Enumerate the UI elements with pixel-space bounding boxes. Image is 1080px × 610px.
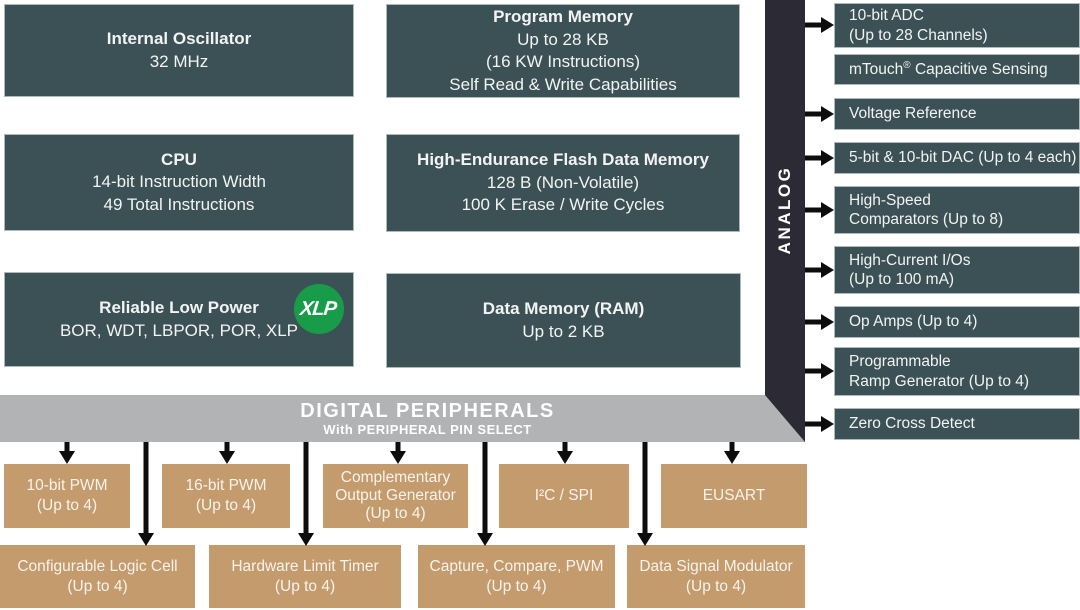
analog-item-ramp-generator: Programmable Ramp Generator (Up to 4) [834, 347, 1080, 396]
arrow-down-icon [476, 442, 493, 546]
block-line: 49 Total Instructions [103, 194, 255, 214]
digital-item-10bit-pwm: 10-bit PWM (Up to 4) [4, 464, 130, 528]
block-flash-data-memory: High-Endurance Flash Data Memory 128 B (… [386, 134, 740, 232]
analog-bar [765, 0, 805, 442]
digital-item-line: Capture, Compare, PWM [429, 557, 604, 575]
block-line: 128 B (Non-Volatile) [486, 172, 640, 192]
arrow-down-icon [297, 442, 314, 546]
block-internal-oscillator: Internal Oscillator 32 MHz [4, 4, 354, 97]
arrow-down-icon [556, 442, 573, 464]
digital-item-eusart: EUSART [661, 464, 807, 528]
analog-item-line: 10-bit ADC [849, 7, 924, 24]
analog-item-line: Zero Cross Detect [849, 415, 975, 433]
arrow-right-icon [805, 363, 834, 379]
digital-item-16bit-pwm: 16-bit PWM (Up to 4) [162, 464, 290, 528]
arrow-right-icon [805, 17, 834, 33]
arrow-down-icon [636, 442, 653, 546]
digital-item-line: (Up to 4) [195, 497, 257, 514]
block-cpu: CPU 14-bit Instruction Width 49 Total In… [4, 134, 354, 231]
digital-item-line: Hardware Limit Timer [231, 557, 379, 575]
arrow-down-icon [723, 442, 740, 464]
arrow-right-icon [805, 416, 834, 432]
analog-item-line: Ramp Generator (Up to 4) [849, 372, 1030, 390]
block-title: Program Memory [493, 7, 633, 26]
analog-item-line: Programmable [849, 353, 951, 370]
digital-peripherals-subtitle: With PERIPHERAL PIN SELECT [323, 422, 532, 437]
digital-item-line: 10-bit PWM [26, 477, 108, 494]
digital-item-line: (Up to 4) [274, 577, 336, 595]
digital-item-hardware-limit-timer: Hardware Limit Timer (Up to 4) [209, 545, 401, 608]
block-title: High-Endurance Flash Data Memory [417, 150, 709, 170]
arrow-right-icon [805, 314, 834, 330]
digital-item-capture-compare-pwm: Capture, Compare, PWM (Up to 4) [418, 545, 615, 608]
digital-item-line: (Up to 4) [67, 577, 128, 595]
arrow-right-icon [805, 202, 834, 218]
analog-item-dac: 5-bit & 10-bit DAC (Up to 4 each) [834, 142, 1080, 174]
block-line: Up to 28 KB [517, 29, 609, 49]
arrow-right-icon [805, 106, 834, 122]
arrow-down-icon [137, 442, 154, 546]
digital-item-line: (Up to 4) [685, 577, 747, 595]
analog-item-line: Voltage Reference [849, 105, 977, 123]
arrow-down-icon [58, 442, 75, 464]
digital-peripherals-bar: DIGITAL PERIPHERALS With PERIPHERAL PIN … [0, 395, 805, 442]
analog-item-line: 5-bit & 10-bit DAC (Up to 4 each) [849, 149, 1077, 167]
digital-item-line: Configurable Logic Cell [17, 557, 178, 575]
digital-item-configurable-logic-cell: Configurable Logic Cell (Up to 4) [0, 545, 195, 608]
analog-item-mtouch: mTouch® Capacitive Sensing [834, 54, 1080, 85]
xlp-logo-text: XLP [298, 297, 338, 320]
analog-item-zero-cross-detect: Zero Cross Detect [834, 408, 1080, 440]
block-line: 32 MHz [149, 51, 209, 71]
block-line: 14-bit Instruction Width [92, 172, 266, 192]
block-line: Self Read & Write Capabilities [449, 74, 677, 94]
analog-item-line: Comparators (Up to 8) [849, 211, 1004, 228]
block-title: Reliable Low Power [99, 298, 259, 317]
block-line: BOR, WDT, LBPOR, POR, XLP [59, 320, 299, 340]
digital-item-line: (Up to 4) [365, 505, 426, 522]
block-program-memory: Program Memory Up to 28 KB (16 KW Instru… [386, 4, 740, 98]
analog-item-voltage-reference: Voltage Reference [834, 98, 1080, 130]
digital-item-i2c-spi: I²C / SPI [499, 464, 629, 528]
analog-item-line: mTouch® Capacitive Sensing [849, 59, 1048, 78]
analog-bar-label: ANALOG [775, 165, 794, 255]
arrow-right-icon [805, 150, 834, 166]
block-title: Internal Oscillator [106, 29, 252, 48]
analog-item-comparators: High-Speed Comparators (Up to 8) [834, 186, 1080, 234]
digital-item-complementary-output-generator: Complementary Output Generator (Up to 4) [323, 464, 468, 528]
analog-item-line: High-Speed [849, 191, 931, 209]
digital-item-line: Output Generator [335, 487, 456, 504]
digital-item-data-signal-modulator: Data Signal Modulator (Up to 4) [627, 545, 805, 608]
block-title: CPU [161, 149, 197, 169]
block-data-memory-ram: Data Memory (RAM) Up to 2 KB [386, 273, 741, 368]
block-line: (16 KW Instructions) [486, 52, 640, 71]
digital-item-line: (Up to 4) [36, 497, 98, 514]
block-line: Up to 2 KB [522, 321, 605, 341]
arrow-down-icon [389, 442, 406, 464]
digital-item-line: 16-bit PWM [185, 477, 267, 494]
block-line: 100 K Erase / Write Cycles [461, 195, 665, 215]
digital-peripherals-title: DIGITAL PERIPHERALS [300, 400, 555, 422]
digital-item-line: I²C / SPI [534, 487, 594, 504]
digital-item-line: (Up to 4) [486, 577, 547, 595]
xlp-logo-icon: XLP [294, 284, 344, 334]
analog-item-line: (Up to 100 mA) [849, 271, 955, 288]
analog-item-line: High-Current I/Os [849, 251, 971, 269]
arrow-down-icon [218, 442, 235, 464]
digital-item-line: EUSART [702, 487, 766, 504]
analog-item-op-amps: Op Amps (Up to 4) [834, 306, 1080, 338]
analog-item-adc: 10-bit ADC (Up to 28 Channels) [834, 3, 1080, 48]
digital-item-line: Complementary [340, 469, 451, 486]
analog-item-line: (Up to 28 Channels) [849, 26, 988, 44]
registered-mark: ® [903, 59, 911, 71]
analog-item-high-current-ios: High-Current I/Os (Up to 100 mA) [834, 246, 1080, 294]
digital-item-line: Data Signal Modulator [639, 557, 793, 575]
block-title: Data Memory (RAM) [482, 299, 645, 318]
analog-item-line: Op Amps (Up to 4) [849, 313, 978, 331]
arrow-right-icon [805, 262, 834, 278]
